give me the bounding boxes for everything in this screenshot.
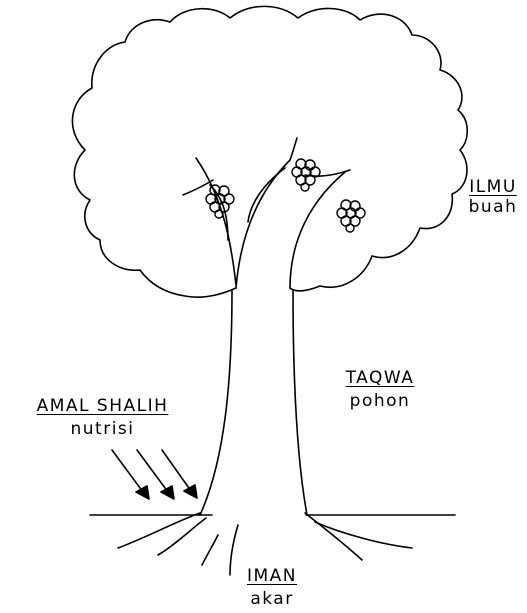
root-3 [202, 535, 218, 565]
branch-center-left [236, 160, 290, 288]
label-ilmu-subtitle: buah [462, 197, 524, 217]
label-amal-title: AMAL SHALIH [10, 396, 195, 416]
root-5 [305, 513, 362, 560]
label-ilmu: ILMU buah [462, 177, 524, 217]
label-amal-shalih: AMAL SHALIH nutrisi [10, 396, 195, 439]
root-1 [118, 513, 200, 548]
fruit-cluster-left [206, 185, 234, 218]
label-iman-title: IMAN [232, 566, 312, 586]
root-2 [158, 518, 206, 555]
tree-trunk-left [200, 290, 232, 515]
label-iman: IMAN akar [232, 566, 312, 609]
label-taqwa: TAQWA pohon [325, 368, 435, 411]
label-taqwa-subtitle: pohon [325, 391, 435, 411]
label-iman-subtitle: akar [232, 589, 312, 609]
branch-left [196, 158, 236, 285]
branch-center-right [290, 172, 345, 288]
fruit-cluster-right [337, 200, 365, 232]
nutrition-arrows [112, 450, 197, 499]
label-ilmu-title: ILMU [462, 177, 524, 197]
tree-canopy [72, 6, 467, 297]
tree-trunk-right [293, 290, 307, 515]
label-amal-subtitle: nutrisi [10, 419, 195, 439]
label-taqwa-title: TAQWA [325, 368, 435, 388]
root-6 [315, 522, 412, 548]
